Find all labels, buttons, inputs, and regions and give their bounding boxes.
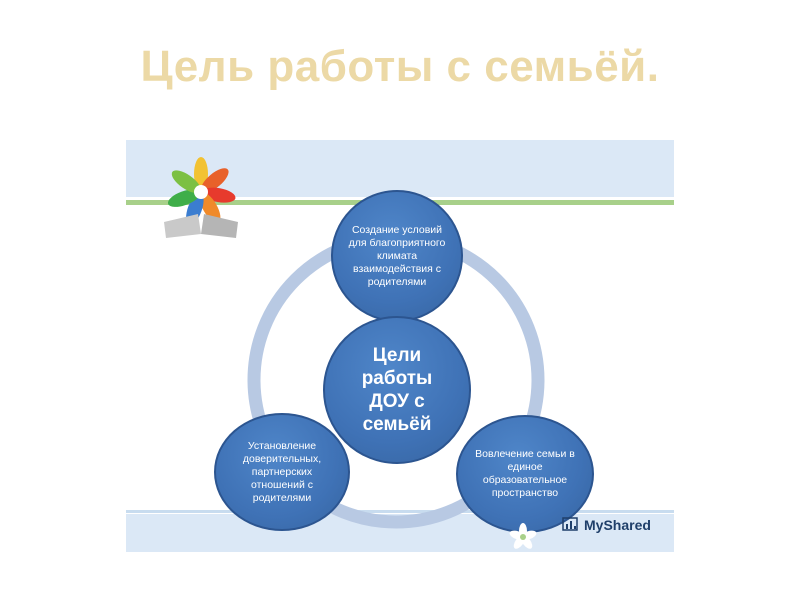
top-band <box>126 140 674 197</box>
slide: Создание условий для благоприятного клим… <box>126 140 674 552</box>
flower-icon <box>509 523 537 549</box>
center-node-label: Цели работы ДОУ с семьёй <box>361 345 433 435</box>
watermark-text: MyShared <box>584 517 651 533</box>
bottom-line <box>126 510 674 513</box>
center-node: Цели работы ДОУ с семьёй <box>323 316 471 464</box>
chart-icon <box>562 517 578 531</box>
page-title: Цель работы с семьёй. <box>140 42 660 91</box>
node-top: Создание условий для благоприятного клим… <box>331 190 463 322</box>
node-left: Установление доверительных, партнерских … <box>214 413 350 531</box>
node-left-label: Установление доверительных, партнерских … <box>242 439 322 504</box>
hands-book-logo-icon <box>164 157 238 238</box>
node-right-label: Вовлечение семьи в единое образовательно… <box>475 448 575 499</box>
node-right: Вовлечение семьи в единое образовательно… <box>456 415 594 533</box>
watermark: MyShared <box>562 517 651 533</box>
node-top-label: Создание условий для благоприятного клим… <box>348 223 446 288</box>
